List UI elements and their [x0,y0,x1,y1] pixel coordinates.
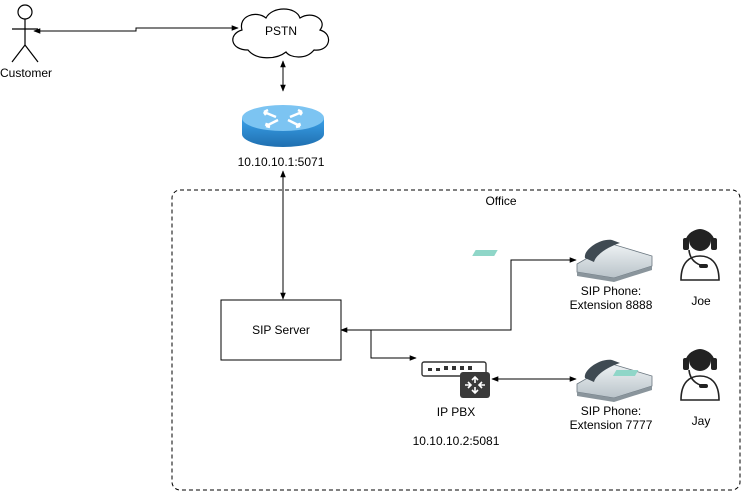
edge-sip-server-phone-8888 [340,257,577,333]
sip-phone-8888-label: SIP Phone: Extension 8888 [569,284,653,312]
router-icon [242,105,324,147]
edge-sip-server-ip-pbx [370,330,417,361]
office-boundary [171,189,741,491]
ip-pbx-label: IP PBX [436,405,476,419]
joe-headset-agent-icon [680,229,720,281]
sip-phone-7777-desk-phone-icon [576,359,653,402]
router-address-label: 10.10.10.1:5071 [237,155,325,169]
sip-phone-7777-label: SIP Phone: Extension 7777 [569,404,653,432]
sip-server-box [220,299,342,361]
customer-stick-figure-icon [11,4,39,63]
office-label: Office [485,194,517,208]
sip-phone-8888-desk-phone-icon [472,239,653,282]
ip-pbx-address-label: 10.10.10.2:5081 [412,434,500,448]
pstn-label: PSTN [264,24,298,38]
pstn-cloud-icon [232,8,330,59]
customer-label: Customer [0,66,53,80]
jay-label: Jay [691,414,711,428]
edge-customer-pstn [33,25,239,34]
sip-server-label: SIP Server [252,323,310,337]
jay-headset-agent-icon [680,349,720,401]
ip-pbx-icon [421,361,490,398]
joe-label: Joe [691,294,711,308]
